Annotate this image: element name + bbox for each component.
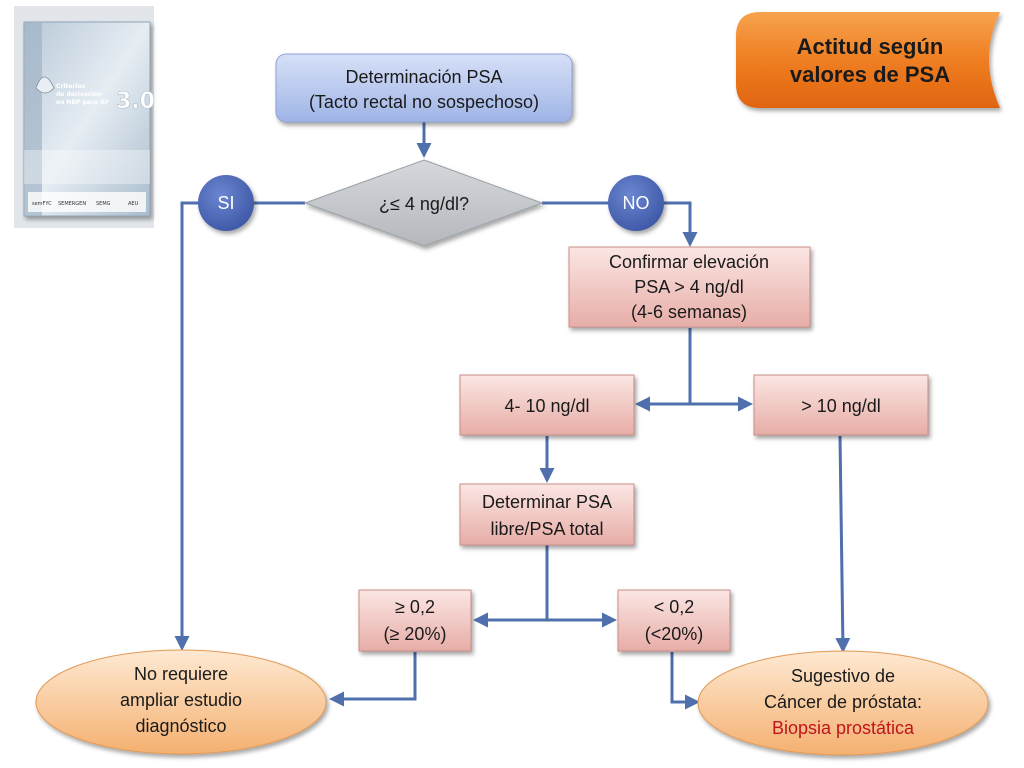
confirm-line-1: Confirmar elevación: [609, 252, 769, 272]
start-node: Determinación PSA (Tacto rectal no sospe…: [275, 53, 573, 123]
no-node: NO: [608, 175, 664, 231]
title-line-1: Actitud según: [797, 34, 944, 59]
ratio-line-1: Determinar PSA: [482, 492, 612, 512]
start-line-2: (Tacto rectal no sospechoso): [309, 92, 539, 112]
no-study-line-3: diagnóstico: [135, 716, 226, 736]
no-study-node: No requiere ampliar estudio diagnóstico: [35, 649, 327, 755]
arrow-ratio-high-to-no-study: [329, 652, 417, 707]
confirm-line-2: PSA > 4 ng/dl: [634, 277, 744, 297]
arrow-no-to-confirm: [664, 201, 698, 247]
no-label: NO: [623, 193, 650, 213]
confirm-line-3: (4-6 semanas): [631, 302, 747, 322]
ratio-high-line-1: ≥ 0,2: [395, 597, 435, 617]
guide-cover: Criterios de derivación en HBP para AP 3…: [14, 6, 155, 228]
title-tab: Actitud según valores de PSA: [736, 12, 1000, 108]
decision-label: ¿≤ 4 ng/dl?: [379, 194, 469, 214]
ratio-line-2: libre/PSA total: [490, 519, 603, 539]
cover-line-2: de derivación: [56, 91, 102, 98]
yes-label: SI: [217, 193, 234, 213]
range-mid-label: 4- 10 ng/dl: [504, 396, 589, 416]
logo-semfyc: semFYC: [32, 201, 52, 207]
arrow-ratio-low-to-cancer: [670, 652, 700, 710]
arrow-range-high-to-cancer: [835, 435, 851, 653]
start-line-1: Determinación PSA: [345, 67, 502, 87]
cover-line-3: en HBP para AP: [56, 99, 110, 106]
cancer-node: Sugestivo de Cáncer de próstata: Biopsia…: [697, 650, 989, 756]
ratio-high-line-2: (≥ 20%): [384, 624, 447, 644]
confirm-node: Confirmar elevación PSA > 4 ng/dl (4-6 s…: [568, 246, 811, 328]
logo-aeu: AEU: [128, 201, 139, 207]
arrow-si-to-no-study: [174, 201, 198, 651]
no-study-line-2: ampliar estudio: [120, 690, 242, 710]
range-high-node: > 10 ng/dl: [753, 374, 929, 436]
cancer-line-1: Sugestivo de: [791, 666, 895, 686]
logo-semergen: SEMERGEN: [58, 201, 86, 207]
decision-node: ¿≤ 4 ng/dl?: [303, 159, 544, 247]
cover-number: 3.0: [116, 89, 155, 114]
ratio-low-line-2: (<20%): [645, 624, 704, 644]
connectors: [174, 122, 851, 710]
no-study-line-1: No requiere: [134, 664, 228, 684]
cover-line-1: Criterios: [56, 83, 85, 90]
cancer-line-2: Cáncer de próstata:: [764, 692, 922, 712]
biopsy-label: Biopsia prostática: [772, 718, 915, 738]
ratio-node: Determinar PSA libre/PSA total: [459, 483, 635, 546]
cover-emblem-icon: [35, 76, 55, 94]
ratio-low-line-1: < 0,2: [654, 597, 695, 617]
range-high-label: > 10 ng/dl: [801, 396, 881, 416]
ratio-high-node: ≥ 0,2 (≥ 20%): [358, 589, 472, 652]
ratio-low-node: < 0,2 (<20%): [617, 589, 731, 652]
title-line-2: valores de PSA: [790, 62, 950, 87]
range-mid-node: 4- 10 ng/dl: [459, 374, 635, 436]
yes-node: SI: [198, 175, 254, 231]
logo-semg: SEMG: [96, 201, 111, 207]
